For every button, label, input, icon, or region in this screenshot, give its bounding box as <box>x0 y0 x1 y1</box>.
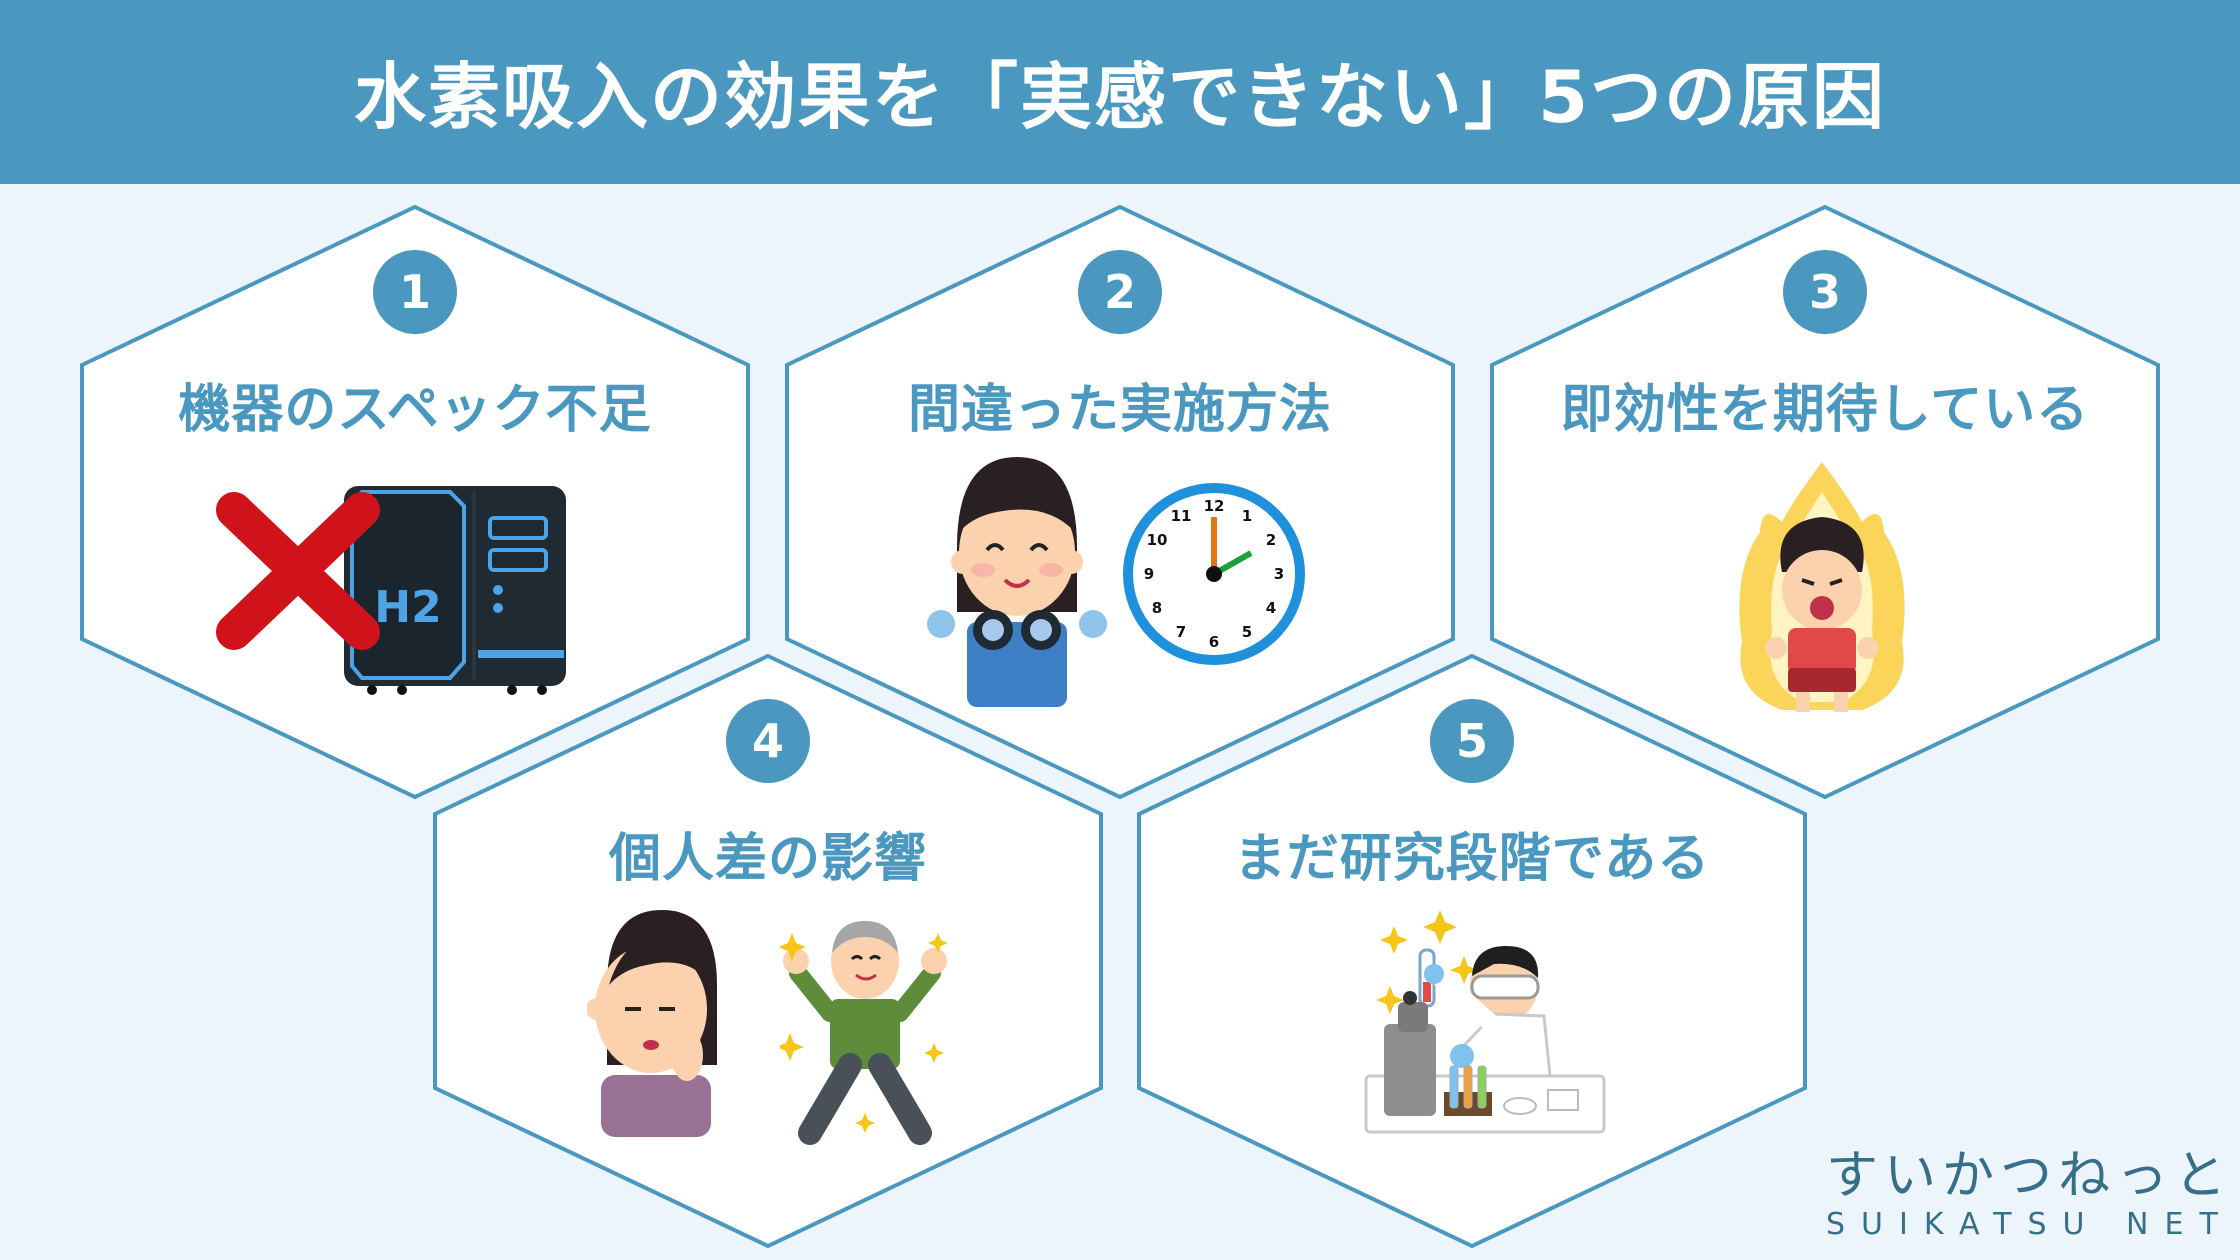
cause-title: まだ研究段階である <box>1233 829 1711 889</box>
hexagon-2-shape <box>785 204 1455 800</box>
svg-text:7: 7 <box>1176 623 1186 641</box>
logo-english: SUIKATSU NET <box>1826 1207 2234 1242</box>
cross-icon <box>216 492 380 650</box>
site-logo: すいかつねっと SUIKATSU NET <box>1826 1146 2234 1242</box>
svg-text:3: 3 <box>1274 565 1284 583</box>
cause-card-3: 3 即効性を期待している <box>1492 207 2158 797</box>
woman-with-neck-fan-icon <box>927 457 1107 707</box>
svg-text:1: 1 <box>1242 507 1252 525</box>
cause-card-1: 1 機器のスペック不足 H2 <box>82 207 748 797</box>
number-badge: 5 <box>1430 699 1514 783</box>
fired-up-woman-icon <box>1739 462 1905 712</box>
cause-title: 機器のスペック不足 <box>178 380 652 440</box>
number-badge: 1 <box>373 250 457 334</box>
svg-text:2: 2 <box>1266 531 1276 549</box>
energetic-old-man-icon <box>780 921 948 1145</box>
number-badge: 3 <box>1783 250 1867 334</box>
svg-text:12: 12 <box>1204 497 1225 515</box>
cause-card-5: 5 まだ研究段階である <box>1139 656 1805 1246</box>
cause-card-2: 2 間違った実施方法 12 1 2 3 4 5 6 7 8 9 10 11 <box>787 207 1453 797</box>
scientist-icon <box>1364 910 1606 1134</box>
number-badge: 4 <box>726 699 810 783</box>
page-title: 水素吸入の効果を「実感できない」5つの原因 <box>353 54 1887 139</box>
svg-text:10: 10 <box>1147 531 1168 549</box>
svg-text:4: 4 <box>1266 599 1276 617</box>
svg-text:8: 8 <box>1152 599 1162 617</box>
logo-japanese: すいかつねっと <box>1826 1146 2233 1206</box>
h2-machine-crossed-out-icon: H2 <box>216 486 566 695</box>
svg-text:H2: H2 <box>374 582 441 633</box>
svg-text:6: 6 <box>1209 633 1219 651</box>
tired-woman-icon <box>587 910 717 1137</box>
cause-title: 即効性を期待している <box>1560 380 2090 440</box>
header-bar: 水素吸入の効果を「実感できない」5つの原因 <box>0 0 2240 184</box>
number-badge: 2 <box>1078 250 1162 334</box>
svg-text:11: 11 <box>1171 507 1192 525</box>
hexagon-5-shape <box>1137 653 1807 1249</box>
cause-title: 間違った実施方法 <box>907 380 1332 440</box>
cause-card-4: 4 個人差の影響 <box>435 656 1101 1246</box>
svg-text:5: 5 <box>1242 623 1252 641</box>
cause-title: 個人差の影響 <box>608 829 927 889</box>
svg-text:9: 9 <box>1144 565 1154 583</box>
clock-icon: 12 1 2 3 4 5 6 7 8 9 10 11 <box>1123 483 1305 665</box>
